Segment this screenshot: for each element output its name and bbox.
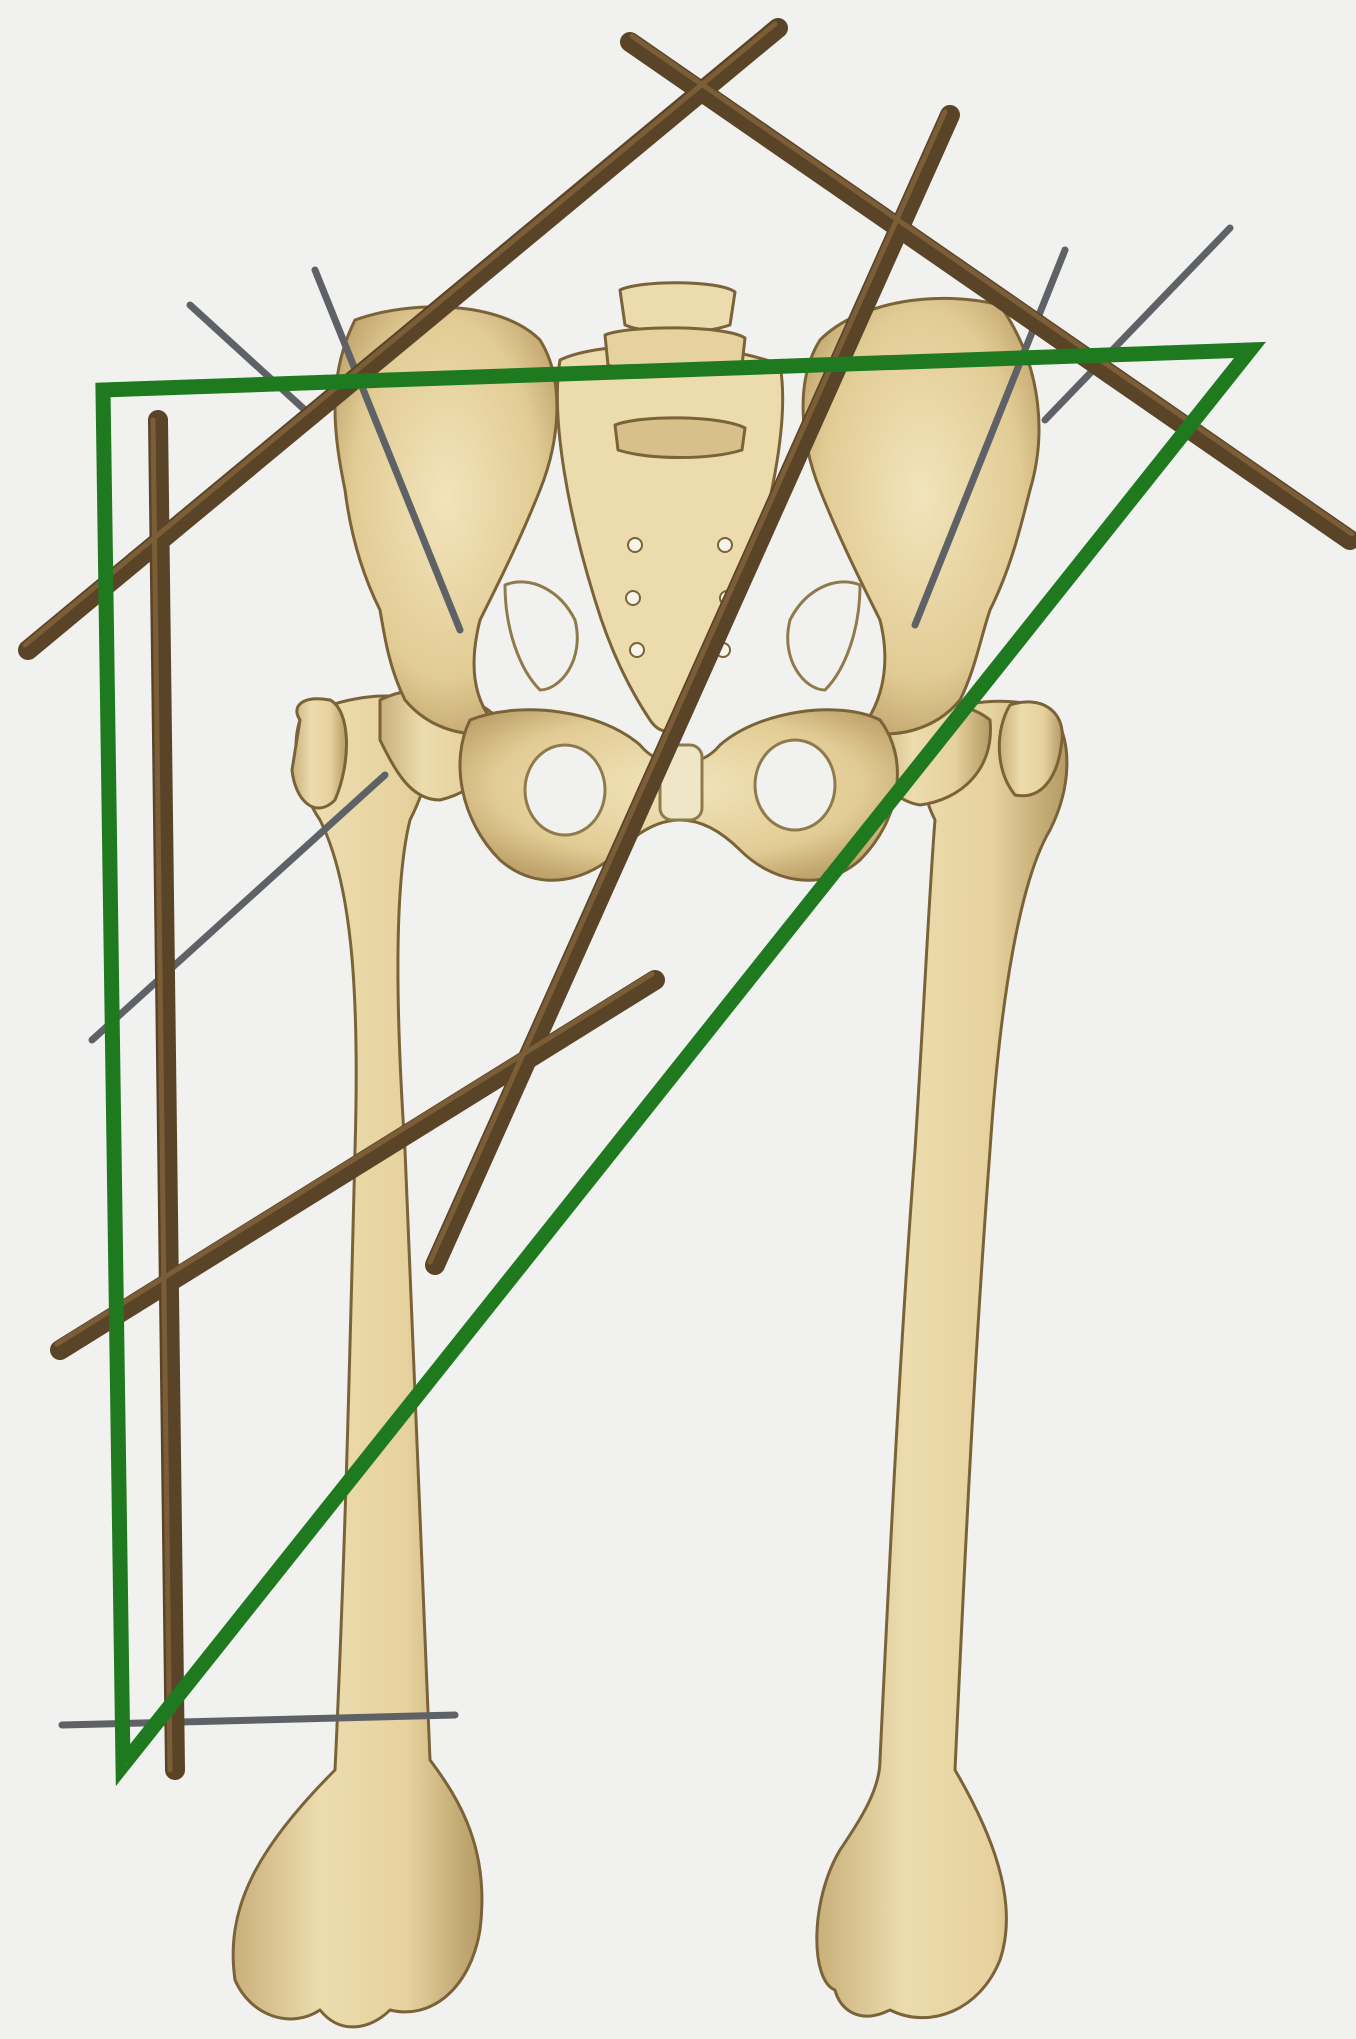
right-obturator-foramen bbox=[755, 740, 835, 830]
right-femur bbox=[817, 701, 1067, 2017]
sacrum bbox=[557, 346, 782, 732]
left-greater-trochanter bbox=[292, 699, 346, 808]
intervertebral-disc bbox=[615, 418, 745, 458]
left-obturator-foramen bbox=[525, 745, 605, 835]
left-sciatic-opening bbox=[505, 582, 577, 690]
pin-femoral bbox=[92, 775, 385, 1040]
right-sciatic-opening bbox=[788, 582, 860, 690]
lumbar-vertebra-upper bbox=[620, 283, 735, 333]
pin-left-iliac-outer bbox=[190, 305, 305, 410]
